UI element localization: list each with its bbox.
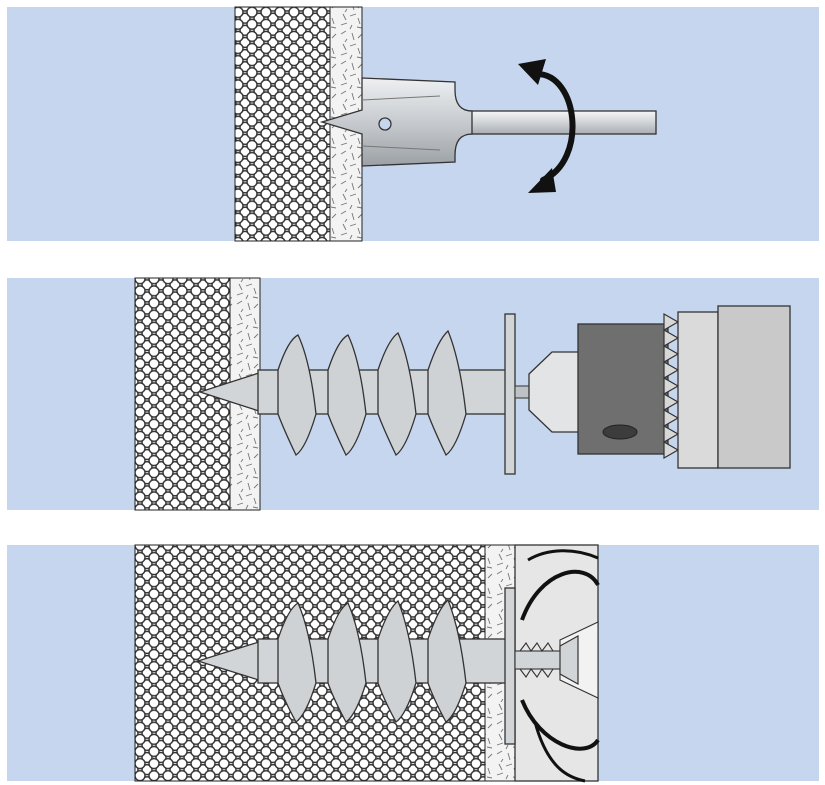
anchor-flange (504, 587, 516, 745)
step-3-fix-screw (7, 544, 819, 783)
screw-head (559, 634, 579, 686)
chuck-teeth (662, 312, 680, 460)
spiral-anchor (197, 313, 516, 475)
chuck-spindle (514, 385, 530, 399)
drill-bit (319, 77, 657, 167)
anchor-threads (277, 329, 467, 456)
insulation-board (234, 6, 331, 242)
drill-chuck (514, 305, 791, 469)
drill-blade-hole (378, 117, 392, 131)
fixing-screw (514, 634, 579, 686)
step-1-spiral-drill (7, 6, 819, 242)
screw-thread (519, 642, 554, 678)
drill-shank (469, 110, 657, 135)
screw-shank (514, 650, 564, 670)
anchor-threads (277, 598, 467, 723)
rotation-arrow-icon (518, 59, 576, 193)
anchor-flange (504, 313, 516, 475)
chuck-key-hole (602, 424, 638, 440)
spiral-anchor (195, 587, 516, 745)
step-2-drive-anchor (7, 277, 819, 511)
chuck-housing (717, 305, 791, 469)
drill-blade (319, 77, 473, 167)
chuck-collar (677, 311, 719, 469)
